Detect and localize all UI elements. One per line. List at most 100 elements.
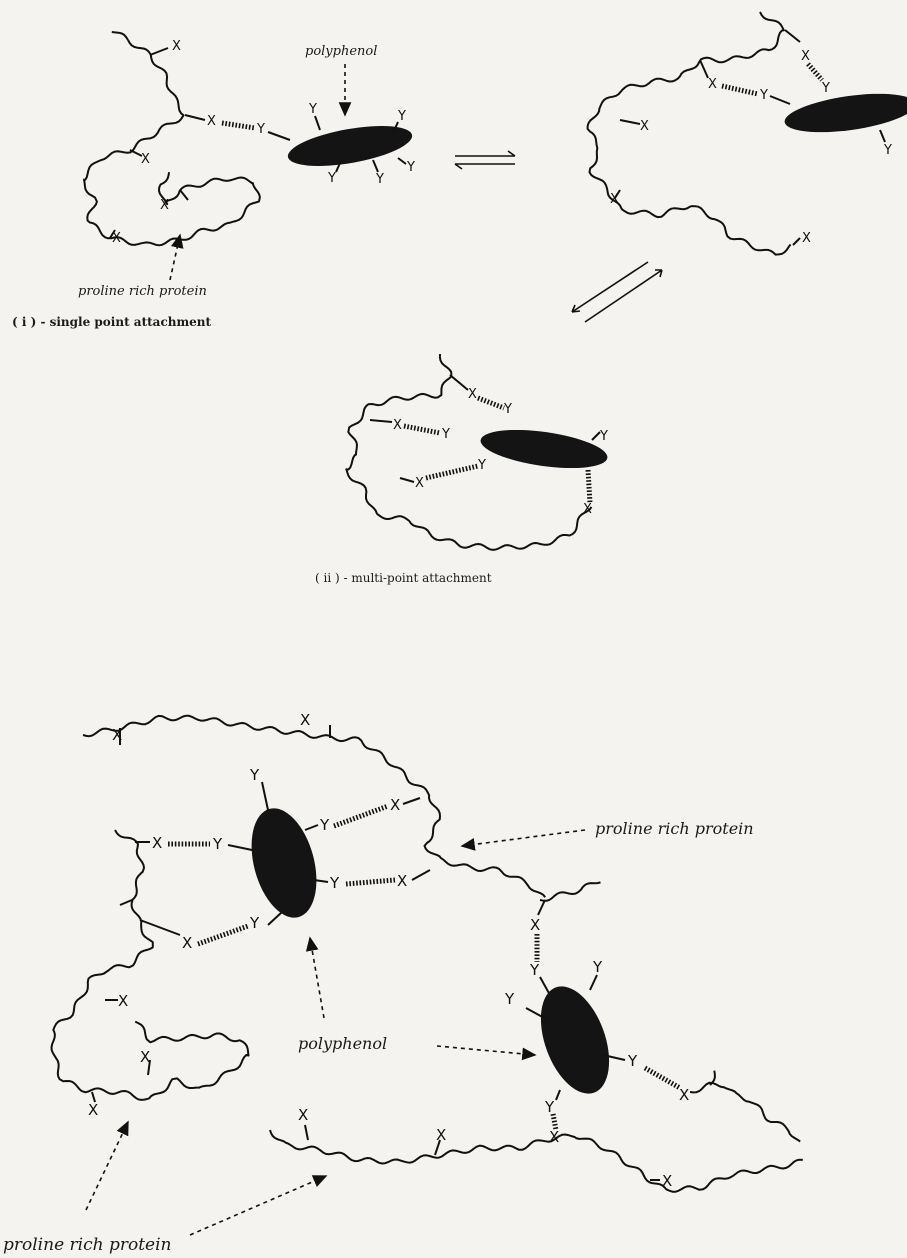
stick [785,30,800,42]
label-proline-bottom: proline rich protein [3,1235,172,1255]
marker-x: X [708,77,717,92]
arrow-proline-right [462,830,585,846]
stick-i-3 [268,132,290,140]
stick-i-2 [185,115,205,120]
marker-x: X [801,49,810,64]
marker-x: X [88,1101,98,1119]
marker-y: Y [397,109,406,124]
marker-x: X [172,39,181,54]
protein-chain-right [270,1130,803,1192]
stick [793,238,800,245]
label-proline-right: proline rich protein [595,819,754,838]
marker-y: Y [375,172,384,187]
stick [770,96,790,104]
marker-x: X [436,1126,446,1144]
stick [403,798,420,804]
marker-x: X [679,1086,689,1104]
marker-y: Y [883,143,892,158]
marker-x: X [640,119,649,134]
stick-i-1 [150,48,168,55]
hydrogen-bond [426,466,478,478]
stick [540,977,550,995]
stick [450,375,468,390]
stick [592,432,600,440]
protein-chain-mid [588,12,791,255]
marker-y: Y [503,402,512,417]
hydrogen-bond [588,470,590,503]
marker-x: X [530,916,540,934]
label-proline: proline rich protein [78,284,207,299]
marker-y: Y [256,122,265,137]
hydrogen-bond [645,1068,680,1088]
hydrogen-bond [722,86,758,94]
hydrogen-bond [404,426,440,433]
equilibrium-horizontal [455,151,515,169]
stick [880,130,885,142]
stick [228,845,252,850]
marker-y: Y [249,766,260,784]
arrow-polyphenol-up [310,938,324,1018]
hydrogen-bond [478,398,504,408]
arrow-polyphenol-right [437,1046,535,1055]
diagram-shape [455,151,515,156]
arrow-proline-left [86,1122,128,1210]
stick [120,900,132,905]
marker-x: X [140,1048,150,1066]
marker-x: X [300,711,310,729]
marker-y: Y [308,102,317,117]
equilibrium-diagonal [572,262,662,322]
marker-x: X [207,114,216,129]
stick [556,1090,560,1100]
marker-y: Y [821,81,830,96]
stick [400,478,414,482]
stick [412,870,430,880]
stick [305,825,318,830]
protein-chain-mid-right [540,882,601,900]
marker-x: X [182,934,192,952]
panel-intermediate: X Y X Y X X X Y [588,12,907,255]
marker-x: X [112,726,122,744]
marker-x: X [662,1172,672,1190]
polyphenol-ellipse-network-2 [528,977,623,1103]
stick [315,116,320,130]
marker-y: Y [406,160,415,175]
marker-y: Y [592,958,603,976]
marker-x: X [152,834,162,852]
marker-x: X [415,476,424,491]
stick [398,158,406,164]
label-polyphenol: polyphenol [305,44,377,59]
marker-y: Y [249,914,260,932]
marker-x: X [118,992,128,1010]
marker-x: X [468,387,477,402]
marker-y: Y [319,816,330,834]
marker-y: Y [544,1098,555,1116]
arrow-proline-right-bottom [190,1176,326,1235]
marker-y: Y [441,427,450,442]
marker-y: Y [329,874,340,892]
caption-multi-point: ( ii ) - multi-point attachment [315,571,492,585]
diagram-shape [455,164,515,169]
hydrogen-bond [198,926,248,944]
hydrogen-bond [346,880,395,884]
stick [370,420,392,422]
hydrogen-bond [334,806,388,826]
hydrogen-bond-i [222,123,255,128]
stick [620,120,640,124]
marker-y: Y [504,990,515,1008]
marker-y: Y [529,961,540,979]
marker-y: Y [759,88,768,103]
marker-x: X [141,152,150,167]
stick [268,912,282,925]
protein-branch-i [112,32,128,40]
marker-x: X [390,796,400,814]
marker-y: Y [627,1052,638,1070]
stick [538,900,545,915]
marker-y: Y [212,835,223,853]
panel-network: X X X Y X Y Y Y X Y X X Y Y Y [3,711,803,1255]
marker-x: X [610,192,619,207]
stick-i-5 [180,190,188,200]
marker-x: X [160,198,169,213]
marker-x: X [112,231,121,246]
stick [700,60,708,78]
